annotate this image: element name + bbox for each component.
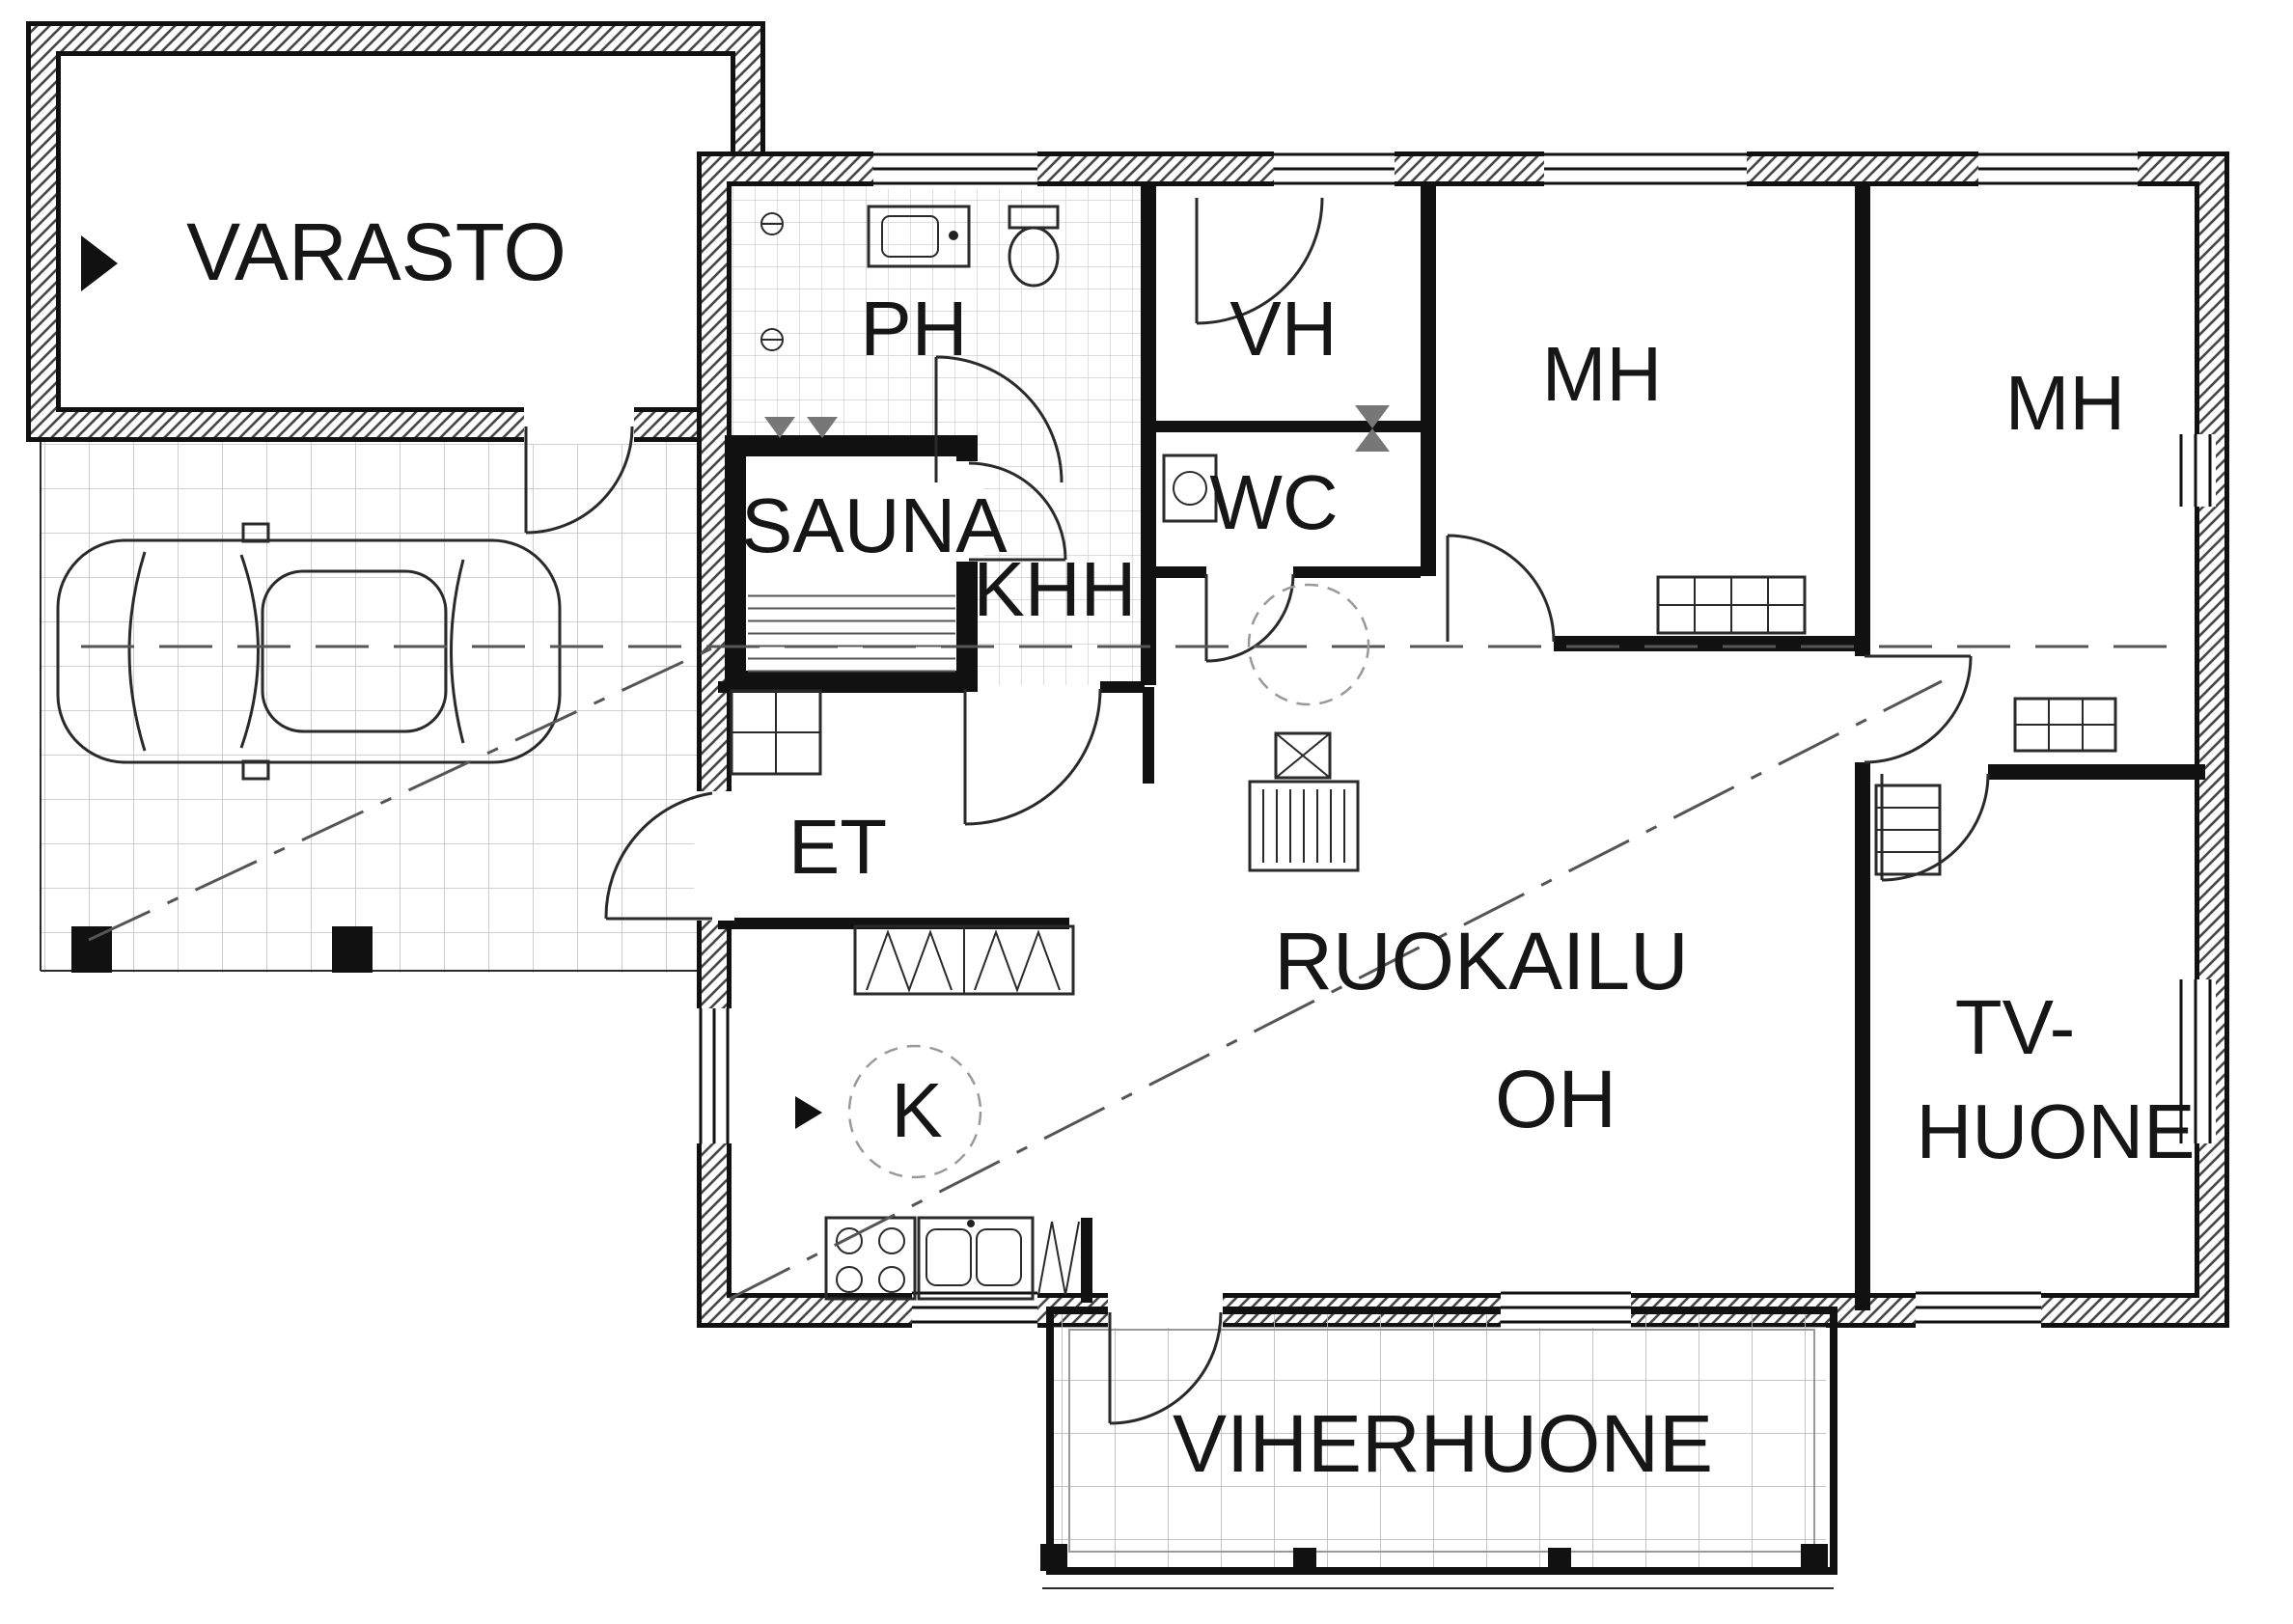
window xyxy=(1544,149,1747,189)
fireplace-icon xyxy=(1248,731,1360,872)
window xyxy=(912,1287,1037,1328)
arrow-marker xyxy=(1355,428,1390,452)
room-label-varasto: VARASTO xyxy=(186,206,566,297)
door-swing-mh1 xyxy=(1446,534,1556,643)
wardrobe-icon xyxy=(2013,697,2117,753)
door-swing-tv xyxy=(1880,773,1990,882)
windows xyxy=(524,149,2216,1328)
car-icon xyxy=(56,522,562,781)
door-swing-viherhuone xyxy=(1108,1311,1223,1425)
closet-icon xyxy=(730,689,822,776)
sauna-benches xyxy=(748,593,955,675)
appliance-icon xyxy=(1037,1221,1080,1296)
room-labels: VARASTO PH VH MH MH SAUNA KHH WC ET K RU… xyxy=(186,206,2195,1489)
post xyxy=(1040,1544,1067,1571)
window xyxy=(2175,434,2216,507)
window xyxy=(1978,149,2138,189)
arrow-marker xyxy=(1355,405,1390,428)
room-label-sauna: SAUNA xyxy=(741,482,1008,568)
sink-icon xyxy=(867,205,971,268)
window xyxy=(1274,149,1395,189)
toilet-icon xyxy=(1008,205,1060,288)
section-lines xyxy=(81,583,2189,1301)
viherhuone-structure xyxy=(1040,1307,1837,1589)
post xyxy=(1293,1548,1316,1571)
sink-icon xyxy=(1162,454,1218,523)
room-label-mh-right: MH xyxy=(2005,360,2125,446)
entry-arrow xyxy=(81,235,118,291)
door-swing-mh2 xyxy=(1864,654,1973,764)
fixtures xyxy=(56,205,2117,1301)
room-label-et: ET xyxy=(788,804,887,890)
closet-icon xyxy=(1874,784,1942,876)
room-label-oh: OH xyxy=(1495,1054,1616,1144)
carport-pier xyxy=(71,926,112,973)
door-swings xyxy=(524,197,1990,1425)
door-opening-varasto xyxy=(524,407,634,444)
tap-icon xyxy=(760,212,784,235)
room-label-ruokailu: RUOKAILU xyxy=(1274,916,1688,1006)
carport-floor xyxy=(40,436,712,973)
door-opening-entrance xyxy=(694,791,734,921)
arrow-marker xyxy=(764,417,795,438)
door-swing-ph xyxy=(934,355,1064,483)
sauna-room xyxy=(725,435,1067,692)
tap-icon xyxy=(760,328,784,351)
room-label-ph: PH xyxy=(860,286,967,372)
room-label-vh: VH xyxy=(1229,286,1337,372)
kitchen-sink-icon xyxy=(917,1216,1035,1301)
stove-icon xyxy=(824,1216,917,1301)
post xyxy=(1548,1548,1571,1571)
room-label-mh-left: MH xyxy=(1542,331,1662,417)
cabinet-icon xyxy=(853,924,1075,996)
room-label-wc: WC xyxy=(1209,459,1338,545)
door-opening-viherhuone xyxy=(1108,1289,1223,1328)
entry-arrow xyxy=(795,1096,822,1129)
room-label-viherhuone: VIHERHUONE xyxy=(1173,1398,1713,1489)
window xyxy=(1916,1287,2041,1328)
window xyxy=(694,1008,734,1143)
room-label-tv-line2: HUONE xyxy=(1917,1088,2196,1174)
room-label-k: K xyxy=(891,1067,942,1153)
door-swing-et xyxy=(963,688,1102,826)
door-swing-varasto xyxy=(524,426,634,535)
dashed-circle-hall xyxy=(1247,583,1370,706)
door-swing-vh xyxy=(1195,197,1324,325)
window xyxy=(1501,1287,1631,1328)
arrow-marker xyxy=(807,417,838,438)
dashed-circle-kitchen xyxy=(847,1044,982,1179)
sauna-door-swing xyxy=(968,461,1067,562)
carport-pier xyxy=(332,926,373,973)
wardrobe-icon xyxy=(1656,575,1807,635)
door-swing-entrance xyxy=(604,791,713,921)
room-label-tv-line1: TV- xyxy=(1955,984,2075,1070)
room-label-khh: KHH xyxy=(974,546,1137,632)
section-line-diagonal-main xyxy=(729,679,1943,1301)
post xyxy=(1801,1544,1828,1571)
window xyxy=(2175,979,2216,1143)
window xyxy=(873,149,1037,189)
